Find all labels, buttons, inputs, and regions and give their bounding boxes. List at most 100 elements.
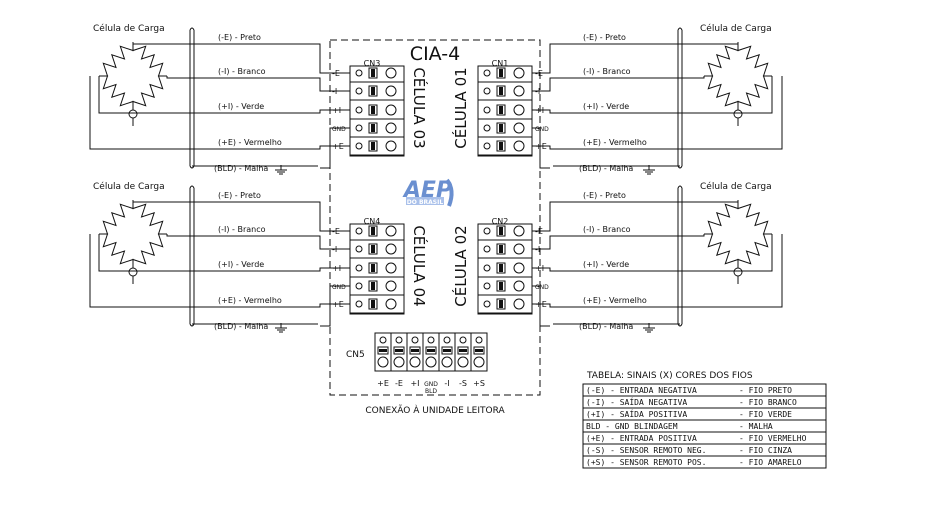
ground-symbol [275,323,287,333]
table-signal: (-E) - ENTRADA NEGATIVA [586,386,697,395]
wire-neg-signal [166,76,350,92]
terminal-screw-hole [355,227,363,235]
pin-label: +I [535,106,544,115]
terminal-screw-hole [483,282,491,290]
terminal-lever [496,280,506,292]
terminal-lever-fill [371,264,375,272]
table-row: (-E) - ENTRADA NEGATIVA- FIO PRETO [582,383,827,397]
terminal-lever-fill [499,264,503,272]
wire-label: (+E) - Vermelho [218,296,282,305]
cable-end [189,27,195,169]
cn5-lever [425,346,437,355]
cn5-screw-hole [395,336,403,344]
connector-body [477,223,533,315]
cn5-lever [441,346,453,355]
terminal-lever [496,298,506,310]
terminal-lever-fill [371,245,375,253]
pin-label: -I [535,87,540,96]
table-signal: (+I) - SAÍDA POSITIVA [586,408,687,419]
terminal-lever [496,262,506,274]
cn5-lever-fill [411,349,419,352]
terminal-lever [496,104,506,116]
terminal-lever [496,243,506,255]
connector-label: CN4 [364,217,381,226]
table-signal: BLD - GND BLINDAGEM [586,422,678,431]
terminal-wire-hole [513,225,525,237]
cn5-wire-hole [409,356,421,368]
table-wire: - FIO BRANCO [739,398,797,407]
pin-label: +E [332,142,344,151]
terminal-screw-hole [355,245,363,253]
terminal-lever-fill [371,227,375,235]
connector-label: CN2 [492,217,509,226]
cable-sheath [677,30,683,166]
wire-label: (-I) - Branco [218,225,266,234]
bridge-resistor [132,233,167,268]
connector-body [349,65,405,157]
terminal-lever [368,225,378,237]
cn5-pin-label: -I [444,379,449,388]
bridge-resistor [99,75,134,110]
pin-label: +I [332,264,341,273]
terminal-wire-hole [385,262,397,274]
cable-end [677,27,683,169]
pin-label: GND [332,126,346,133]
terminal-screw-hole [355,142,363,150]
table-title: TABELA: SINAIS (X) CORES DOS FIOS [586,371,753,381]
wire-neg-signal [166,234,350,250]
terminal: +E [332,298,404,314]
pin-label: +I [535,264,544,273]
cn5-lever [473,346,485,355]
wire-label-shield: (BLD) - Malha [214,164,268,173]
table-signal: (-I) - SAÍDA NEGATIVA [586,396,687,407]
cn5-pin-label: +I [410,379,419,388]
terminal-wire-hole [385,140,397,152]
terminal-lever-fill [371,69,375,77]
terminal-lever [368,243,378,255]
terminal-screw-hole [483,300,491,308]
table-row: (+E) - ENTRADA POSITIVA - FIO VERMELHO [582,431,827,445]
terminal: +I [332,104,404,120]
terminal-lever [496,225,506,237]
bridge-node [733,267,743,277]
terminal-lever [368,85,378,97]
cn5-terminal: -S [454,332,472,388]
wire-label-shield: (BLD) - Malha [214,322,268,331]
terminal-wire-hole [385,298,397,310]
terminal-screw-hole [483,245,491,253]
terminal-lever-fill [371,87,375,95]
pin-label: -I [535,245,540,254]
cn5-lever-fill [379,349,387,352]
terminal-screw-hole [355,106,363,114]
pin-label: -E [332,69,340,78]
cn5-label: CN5 [346,350,365,360]
terminal-screw-hole [483,142,491,150]
terminal-lever-fill [371,124,375,132]
table-row: (+S) - SENSOR REMOTO POS.- FIO AMARELO [582,455,827,469]
pin-label: GND [535,126,549,133]
terminal-lever-fill [499,87,503,95]
cable-sheath [189,30,195,166]
connector-label: CN3 [364,59,381,68]
table-row: (-S) - SENSOR REMOTO NEG.- FIO CINZA [582,443,827,457]
pin-label: +E [535,300,547,309]
ground-symbol [275,165,287,175]
terminal-screw-hole [355,282,363,290]
table-wire: - FIO VERMELHO [739,434,807,443]
wire-neg-excitation [132,42,350,74]
terminal-screw-hole [483,227,491,235]
board-title: CIA-4 [410,43,460,65]
wire-pos-signal [98,236,350,272]
cn5-lever-fill [475,349,483,352]
terminal-wire-hole [385,280,397,292]
table-signal: (+E) - ENTRADA POSITIVA [586,434,697,443]
terminal-lever [496,140,506,152]
wire-pos-excitation [532,76,783,150]
wire-neg-excitation [532,42,739,74]
load-cell-cn3: Célula de Carga(-E) - Preto(-I) - Branco… [89,23,429,173]
terminal: GND [332,280,404,296]
cn5-pin-label: -S [459,379,467,388]
